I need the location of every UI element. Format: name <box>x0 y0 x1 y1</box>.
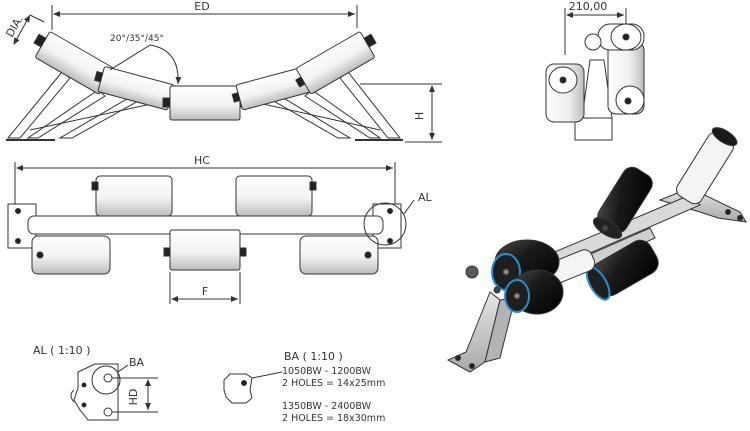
center-roller <box>169 85 241 121</box>
top-roller-front-right <box>299 235 379 275</box>
side-pivot <box>584 33 602 51</box>
detail-al <box>70 363 158 421</box>
al-callout-label: AL <box>418 191 433 204</box>
dia-extension <box>29 14 45 23</box>
side-roller-rear-axle <box>624 97 632 105</box>
top-roller-front-left <box>31 235 111 275</box>
detail-ba-note-3: 1350BW - 2400BW <box>282 401 372 412</box>
detail-al-notch <box>70 389 75 403</box>
detail-ba-leader <box>117 364 129 373</box>
al-callout-circle <box>363 202 407 246</box>
top-roller-back-left <box>95 175 173 217</box>
detail-al-title: AL ( 1:10 ) <box>33 344 90 357</box>
front-view <box>6 5 442 143</box>
detail-al-hole-top <box>103 373 113 383</box>
detail-al-hole-bottom <box>103 407 113 417</box>
ed-dimension-label: ED <box>194 0 209 13</box>
al-callout-leader <box>403 199 415 215</box>
side-dim-label: 210,00 <box>569 0 608 13</box>
detail-ba-slot <box>223 373 253 404</box>
f-dimension-label: F <box>202 285 208 298</box>
dia-dimension-line <box>13 14 31 45</box>
detail-ba-title: BA ( 1:10 ) <box>284 350 343 363</box>
right-wing-roller-upper <box>295 31 377 95</box>
top-roller-center <box>169 229 241 271</box>
detail-ba-note-1: 1050BW - 1200BW <box>282 366 372 377</box>
side-view <box>545 8 645 141</box>
trough-angles-label: 20°/35°/45° <box>110 34 164 44</box>
detail-ba-note-2: 2 HOLES = 14x25mm <box>282 378 385 389</box>
top-roller-back-right <box>235 175 313 217</box>
detail-ba-callout-label: BA <box>129 356 145 369</box>
dia-dimension-label: DIA. <box>3 13 26 39</box>
side-roller-top-axle <box>622 33 630 41</box>
top-view <box>7 162 415 304</box>
detail-ba-callout-circle <box>91 365 121 395</box>
hd-dimension-label: HD <box>127 389 140 406</box>
detail-ba-note-leader <box>251 371 283 379</box>
center-roller-axle-left <box>162 97 171 108</box>
detail-ba <box>223 371 283 404</box>
iso-roller-wing-right <box>676 127 738 205</box>
right-strut <box>244 99 381 131</box>
trough-angle-arc <box>149 44 182 85</box>
isometric-view <box>446 127 747 373</box>
trough-angle-leader <box>109 44 151 71</box>
hc-dimension-label: HC <box>194 154 210 167</box>
side-roller-left-axle <box>559 76 567 84</box>
h-dimension-label: H <box>413 112 426 120</box>
iso-bolt <box>465 265 479 279</box>
iso-roller-black-front <box>504 269 564 315</box>
detail-ba-note-4: 2 HOLES = 18x30mm <box>282 413 385 424</box>
